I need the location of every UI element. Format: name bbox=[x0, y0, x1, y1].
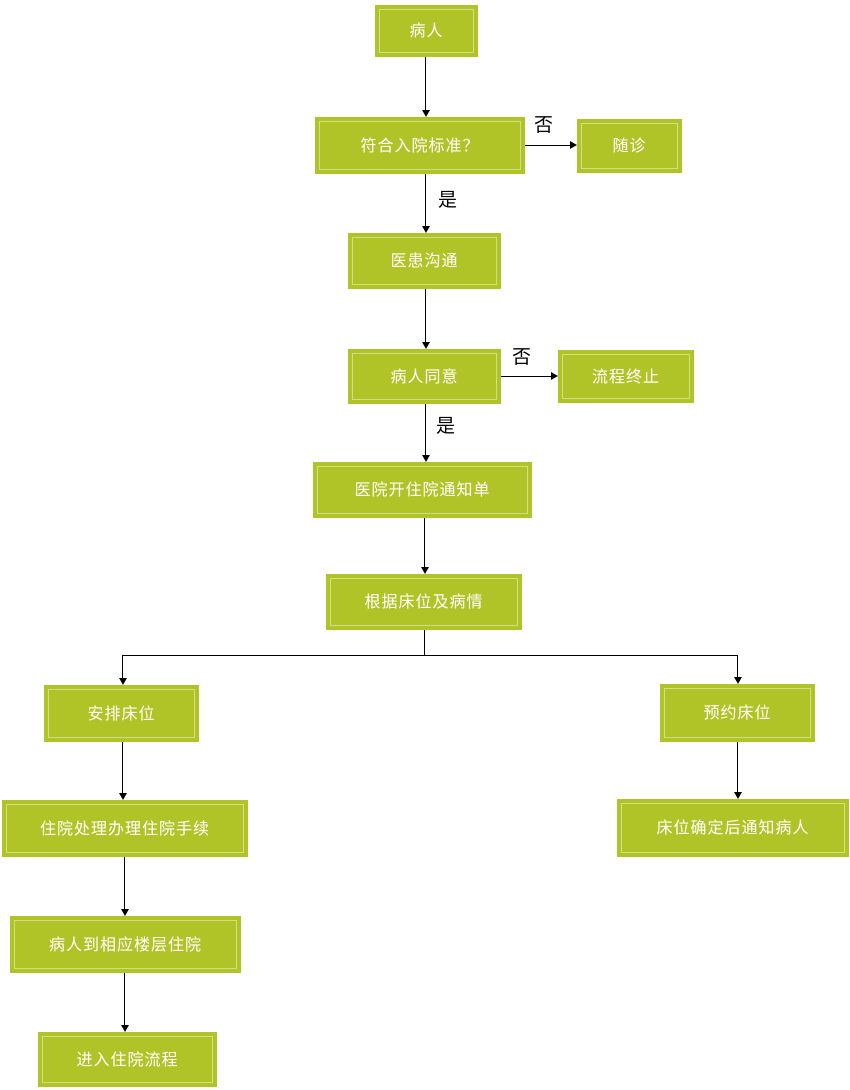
flow-node-notify-patient: 床位确定后通知病人 bbox=[617, 799, 849, 857]
edge-label-yes-2: 是 bbox=[436, 415, 456, 437]
connector-branch-reservebed bbox=[737, 655, 738, 677]
arrowhead-down-icon bbox=[119, 678, 127, 685]
connector-branch-arrangebed bbox=[122, 655, 123, 678]
connector-patient-criteria bbox=[425, 57, 426, 110]
connector-bedcondition-branch bbox=[424, 630, 425, 656]
flow-node-notice: 医院开住院通知单 bbox=[313, 462, 532, 518]
arrowhead-right-icon bbox=[570, 141, 577, 149]
arrowhead-down-icon bbox=[121, 909, 129, 916]
connector-criteria-communication bbox=[425, 174, 426, 226]
connector-procedures-floor bbox=[124, 857, 125, 909]
arrowhead-down-icon bbox=[734, 677, 742, 684]
connector-branch-horizontal bbox=[122, 655, 738, 656]
flow-node-reserve-bed: 预约床位 bbox=[660, 684, 815, 742]
flow-node-floor: 病人到相应楼层住院 bbox=[10, 916, 241, 973]
edge-label-no-1: 否 bbox=[534, 114, 554, 136]
flow-node-arrange-bed: 安排床位 bbox=[44, 685, 199, 742]
flow-node-terminate: 流程终止 bbox=[558, 350, 694, 403]
connector-communication-agree bbox=[425, 289, 426, 342]
arrowhead-down-icon bbox=[119, 793, 127, 800]
flow-node-criteria: 符合入院标准？ bbox=[315, 117, 525, 174]
flow-node-communication: 医患沟通 bbox=[348, 233, 501, 289]
edge-label-yes-1: 是 bbox=[438, 189, 458, 211]
connector-arrangebed-procedures bbox=[122, 742, 123, 793]
arrowhead-down-icon bbox=[734, 792, 742, 799]
connector-criteria-followup bbox=[525, 145, 570, 146]
arrowhead-down-icon bbox=[421, 567, 429, 574]
flow-node-enter-process: 进入住院流程 bbox=[38, 1032, 217, 1087]
connector-agree-terminate bbox=[501, 376, 551, 377]
connector-floor-enterprocess bbox=[124, 973, 125, 1025]
flow-node-bed-condition: 根据床位及病情 bbox=[326, 574, 522, 630]
arrowhead-down-icon bbox=[121, 1025, 129, 1032]
flow-node-agree: 病人同意 bbox=[348, 349, 501, 404]
edge-label-no-2: 否 bbox=[512, 346, 532, 368]
arrowhead-down-icon bbox=[422, 342, 430, 349]
arrowhead-down-icon bbox=[422, 110, 430, 117]
connector-agree-notice bbox=[425, 404, 426, 455]
flow-node-followup: 随诊 bbox=[577, 119, 682, 173]
arrowhead-down-icon bbox=[422, 226, 430, 233]
connector-notice-bedcondition bbox=[424, 518, 425, 567]
flow-node-patient: 病人 bbox=[375, 5, 478, 57]
flow-node-procedures: 住院处理办理住院手续 bbox=[2, 800, 248, 857]
arrowhead-right-icon bbox=[551, 372, 558, 380]
arrowhead-down-icon bbox=[422, 455, 430, 462]
connector-reservebed-notify bbox=[737, 742, 738, 792]
